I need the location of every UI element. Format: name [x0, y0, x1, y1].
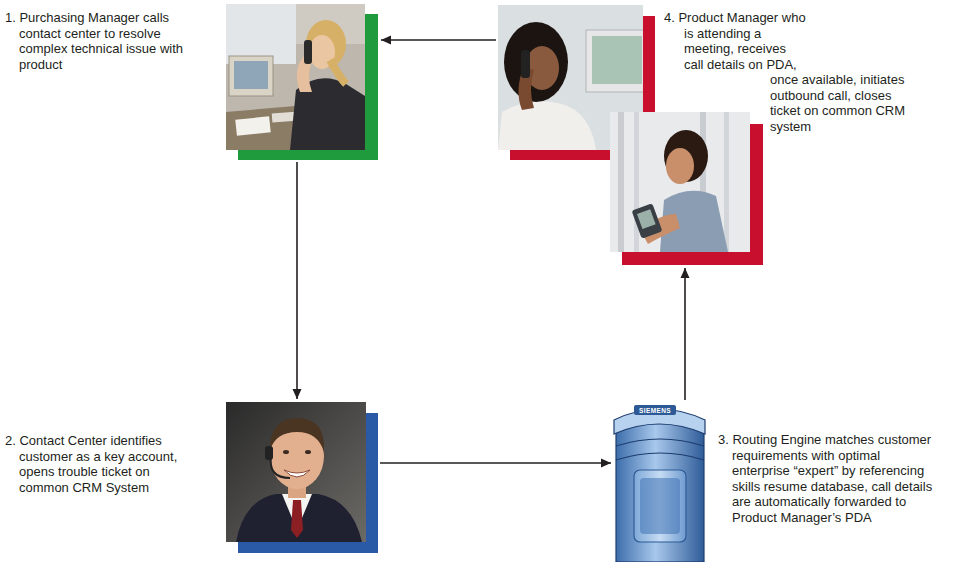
photo-purchasing-manager	[226, 4, 378, 160]
step-caption: 4. Product Manager who is attending a me…	[664, 10, 916, 372]
step-caption: 3. Routing Engine matches customer requi…	[718, 432, 934, 525]
step-node: 3. Routing Engine matches customer requi…	[614, 402, 705, 562]
flow-line	[380, 462, 611, 464]
photo-pda	[610, 112, 763, 265]
step-node: 2. Contact Center identifies customer as…	[226, 402, 378, 553]
step-text: 2. Contact Center identifies customer as…	[5, 433, 177, 495]
arrowhead	[381, 36, 391, 45]
flow-line	[381, 39, 496, 41]
step-text: 3. Routing Engine matches customer requi…	[718, 432, 932, 525]
arrowhead	[601, 459, 611, 468]
flow-arrow	[681, 268, 690, 400]
routing-server	[614, 405, 705, 562]
wrap-spacer	[684, 72, 770, 372]
photo-contact-agent	[226, 402, 378, 553]
arrowhead	[293, 389, 302, 399]
step-caption: 2. Contact Center identifies customer as…	[5, 433, 189, 495]
step-text: 4. Product Manager who is attending a me…	[664, 10, 905, 134]
flow-arrow	[380, 459, 611, 468]
flow-arrow	[381, 36, 496, 45]
step-text: 1. Purchasing Manager calls contact cent…	[5, 10, 183, 72]
flow-line	[296, 162, 298, 399]
step-node: 1. Purchasing Manager calls contact cent…	[226, 4, 378, 160]
flow-arrow	[293, 162, 302, 399]
wrap-spacer	[806, 10, 916, 72]
brand-label: SIEMENS	[634, 406, 676, 415]
arrowhead	[681, 268, 690, 278]
step-node: 4. Product Manager who is attending a me…	[498, 5, 763, 265]
step-caption: 1. Purchasing Manager calls contact cent…	[5, 10, 187, 72]
flow-line	[684, 268, 686, 400]
